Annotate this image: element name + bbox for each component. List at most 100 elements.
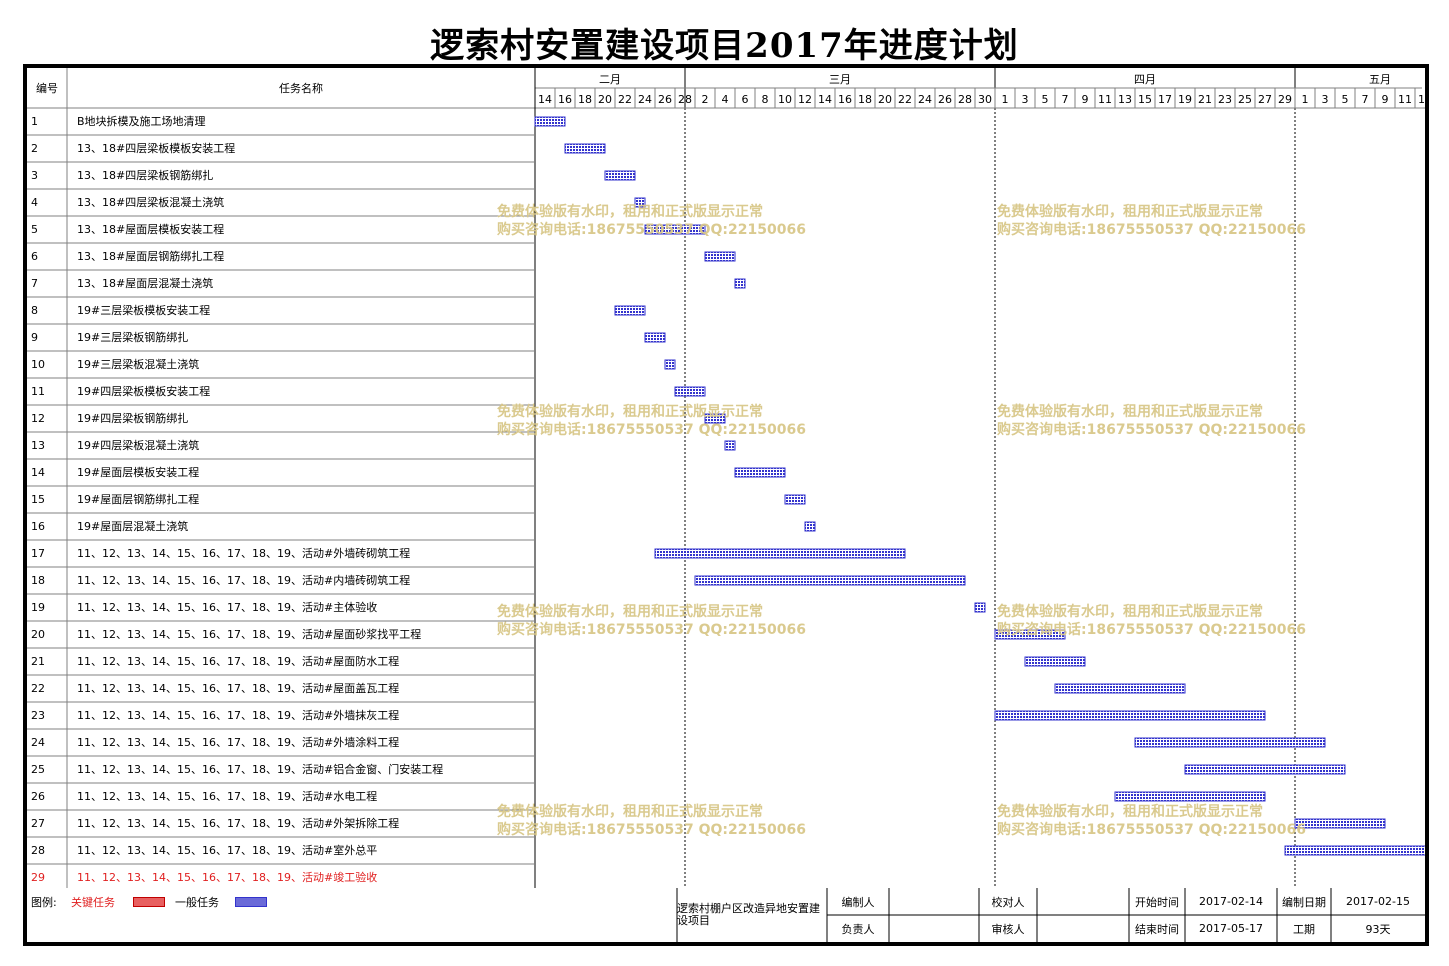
task-name: 11、12、13、14、15、16、17、18、19、活动#竣工验收: [77, 870, 377, 884]
footer-duration: 93天: [1365, 922, 1391, 936]
gantt-bar: [1294, 818, 1386, 829]
task-id: 7: [31, 277, 38, 290]
day-label: 21: [1198, 93, 1212, 106]
task-name: 11、12、13、14、15、16、17、18、19、活动#外墙砖砌筑工程: [77, 546, 410, 560]
footer-start: 2017-02-14: [1199, 895, 1263, 908]
day-label: 25: [1238, 93, 1252, 106]
task-name: 11、12、13、14、15、16、17、18、19、活动#主体验收: [77, 600, 377, 614]
footer-proofreader-label: 校对人: [991, 895, 1025, 909]
day-label: 22: [618, 93, 632, 106]
gantt-bar: [1024, 656, 1086, 667]
task-name: 19#屋面层钢筋绑扎工程: [77, 492, 199, 506]
day-label: 23: [1218, 93, 1232, 106]
task-name: 11、12、13、14、15、16、17、18、19、活动#室外总平: [77, 843, 377, 857]
task-name: 11、12、13、14、15、16、17、18、19、活动#外架拆除工程: [77, 816, 399, 830]
day-label: 11: [1098, 93, 1112, 106]
task-id: 18: [31, 574, 45, 587]
gantt-bar: [644, 224, 706, 235]
gantt-bar: [704, 251, 736, 262]
gantt-bar: [674, 386, 706, 397]
day-label: 17: [1158, 93, 1172, 106]
gantt-bar: [734, 278, 746, 289]
gantt-bar: [694, 575, 966, 586]
legend-normal-label: 一般任务: [175, 896, 219, 909]
day-label: 1: [1302, 93, 1309, 106]
gantt-bar: [614, 305, 646, 316]
day-label: 29: [1278, 93, 1292, 106]
gantt-bar: [994, 629, 1066, 640]
task-id: 12: [31, 412, 45, 425]
footer-owner: [889, 915, 979, 942]
gantt-bar: [644, 332, 666, 343]
gantt-bar: [724, 440, 736, 451]
day-label: 7: [1062, 93, 1069, 106]
day-label: 13: [1118, 93, 1132, 106]
gantt-bar: [784, 494, 806, 505]
gantt-bar: [1134, 737, 1326, 748]
gantt-bar: [994, 710, 1266, 721]
task-id: 5: [31, 223, 38, 236]
day-label: 3: [1322, 93, 1329, 106]
day-label: 9: [1082, 93, 1089, 106]
day-label: 28: [958, 93, 972, 106]
task-id: 24: [31, 736, 45, 749]
task-name: 19#屋面层模板安装工程: [77, 465, 199, 479]
task-name: 13、18#四层梁板钢筋绑扎: [77, 168, 213, 182]
task-id: 2: [31, 142, 38, 155]
day-label: 7: [1362, 93, 1369, 106]
gantt-bar: [534, 116, 566, 127]
gantt-bar: [1184, 764, 1346, 775]
task-name: 13、18#四层梁板模板安装工程: [77, 141, 235, 155]
task-name: 13、18#屋面层模板安装工程: [77, 222, 224, 236]
day-label: 10: [778, 93, 792, 106]
chart-title: 逻索村安置建设项目2017年进度计划: [430, 26, 1019, 66]
task-id: 26: [31, 790, 45, 803]
footer-project: 逻索村棚户区改造异地安置建设项目: [677, 902, 820, 927]
task-name: 11、12、13、14、15、16、17、18、19、活动#外墙抹灰工程: [77, 708, 399, 722]
task-id: 21: [31, 655, 45, 668]
footer-end-label: 结束时间: [1135, 922, 1179, 936]
footer-date-label: 编制日期: [1282, 895, 1326, 909]
gantt-bar: [1114, 791, 1266, 802]
task-id: 27: [31, 817, 45, 830]
task-id: 10: [31, 358, 45, 371]
task-id: 15: [31, 493, 45, 506]
footer-start-label: 开始时间: [1135, 895, 1179, 909]
day-label: 20: [598, 93, 612, 106]
gantt-bar: [604, 170, 636, 181]
footer-date: 2017-02-15: [1346, 895, 1410, 908]
task-name: 11、12、13、14、15、16、17、18、19、活动#屋面防水工程: [77, 654, 399, 668]
task-id: 14: [31, 466, 45, 479]
legend-label: 图例:: [31, 896, 57, 909]
task-id: 1: [31, 115, 38, 128]
day-label: 26: [658, 93, 672, 106]
task-id: 11: [31, 385, 45, 398]
task-id: 17: [31, 547, 45, 560]
task-name: 19#三层梁板钢筋绑扎: [77, 330, 188, 344]
footer-reviewer-label: 审核人: [991, 922, 1025, 936]
task-name: 11、12、13、14、15、16、17、18、19、活动#铝合金窗、门安装工程: [77, 762, 443, 776]
header-id: 编号: [36, 81, 58, 95]
footer-grid: [676, 888, 1425, 942]
day-label: 11: [1398, 93, 1412, 106]
task-name: 19#屋面层混凝土浇筑: [77, 519, 188, 533]
legend-critical-swatch: [133, 897, 165, 907]
task-id: 19: [31, 601, 45, 614]
day-label: 16: [558, 93, 572, 106]
task-name: 19#四层梁板钢筋绑扎: [77, 411, 188, 425]
footer-compiler: [889, 888, 979, 915]
month-label: 三月: [829, 73, 851, 86]
task-name: 11、12、13、14、15、16、17、18、19、活动#屋面砂浆找平工程: [77, 627, 421, 641]
day-label: 18: [858, 93, 872, 106]
day-label: 12: [798, 93, 812, 106]
task-id: 4: [31, 196, 38, 209]
day-label: 24: [918, 93, 932, 106]
task-name: 19#四层梁板模板安装工程: [77, 384, 210, 398]
legend-critical-label: 关键任务: [71, 896, 115, 909]
day-label: 19: [1178, 93, 1192, 106]
task-name: 19#四层梁板混凝土浇筑: [77, 438, 199, 452]
day-label: 14: [818, 93, 832, 106]
day-label: 5: [1342, 93, 1349, 106]
task-id: 25: [31, 763, 45, 776]
day-label: 1: [1002, 93, 1009, 106]
